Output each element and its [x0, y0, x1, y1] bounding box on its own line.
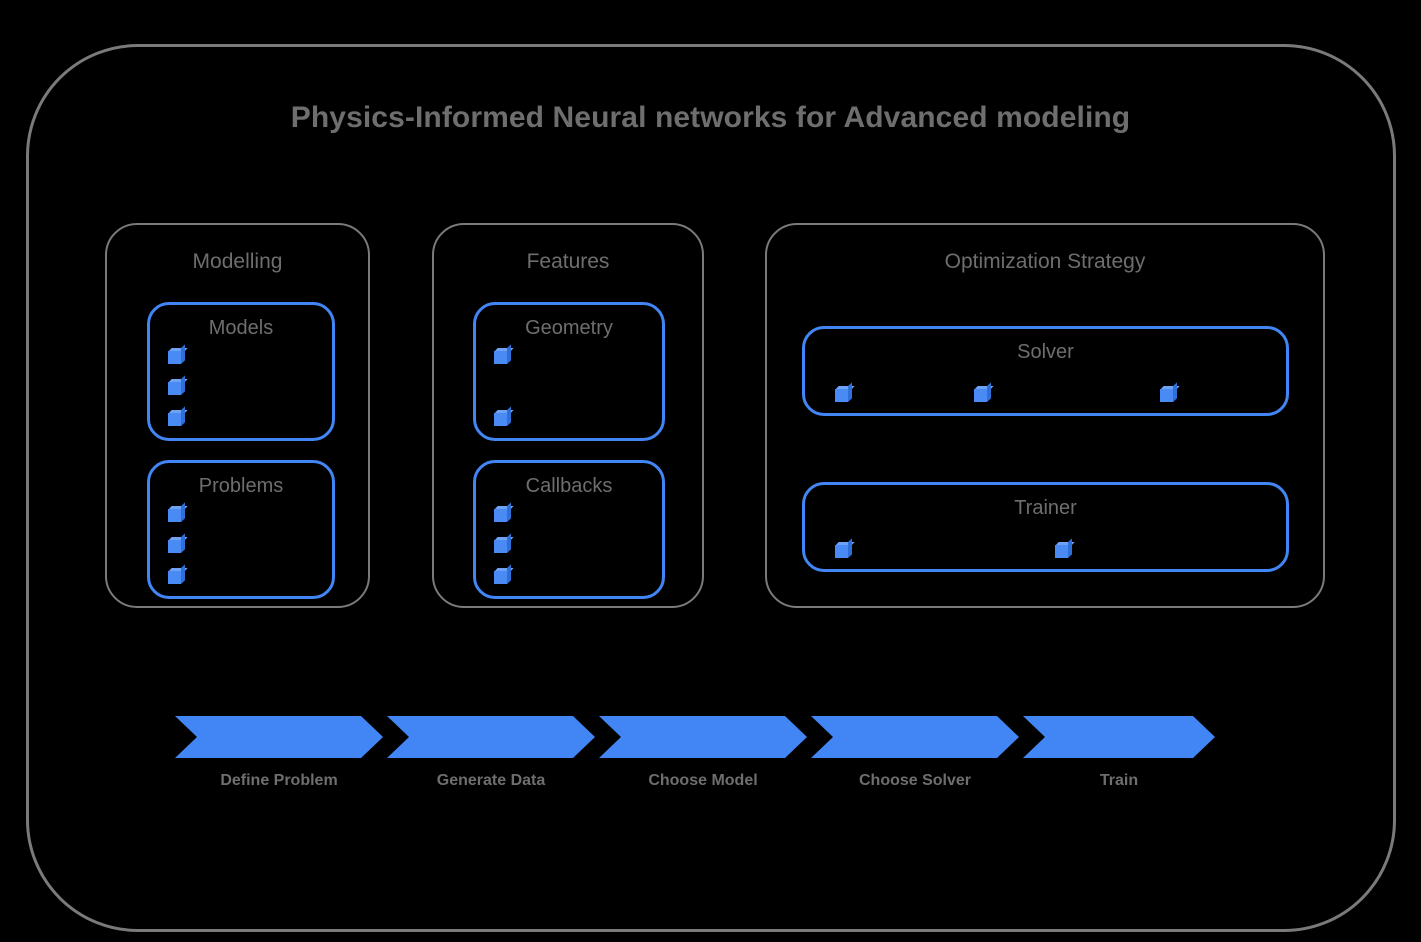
card-callbacks[interactable]: Callbacks [473, 460, 665, 599]
card-title-trainer: Trainer [1014, 497, 1077, 519]
card-trainer[interactable]: Trainer [802, 482, 1289, 572]
cube-icon [1160, 382, 1180, 402]
card-title-geometry: Geometry [525, 317, 613, 339]
card-models[interactable]: Models [147, 302, 335, 441]
pipeline-step-2-arrow[interactable] [387, 716, 595, 758]
card-title-solver: Solver [1017, 341, 1074, 363]
cube-icon [1055, 538, 1075, 558]
card-title-models: Models [208, 317, 274, 339]
pipeline-step-label-3: Choose Model [648, 772, 758, 789]
cube-icon [168, 344, 188, 364]
cube-icon [835, 382, 855, 402]
pipeline-step-3-arrow[interactable] [599, 716, 807, 758]
pipeline [175, 716, 1215, 758]
pipeline-step-4-arrow[interactable] [811, 716, 1019, 758]
pipeline-step-label-2: Generate Data [436, 772, 546, 789]
cube-icon [494, 564, 514, 584]
group-title-modelling: Modelling [192, 250, 283, 273]
card-solver[interactable]: Solver [802, 326, 1289, 416]
cube-icon [494, 406, 514, 426]
group-panel-modelling: Modelling Models Problems [105, 223, 370, 608]
pipeline-step-5-arrow[interactable] [1023, 716, 1215, 758]
cube-icon [168, 502, 188, 522]
cube-icon [168, 533, 188, 553]
page-title: Physics-Informed Neural networks for Adv… [290, 101, 1131, 134]
pipeline-step-1-arrow[interactable] [175, 716, 383, 758]
pipeline-step-label-5: Train [1099, 772, 1139, 789]
cube-icon [168, 564, 188, 584]
cube-icon [168, 406, 188, 426]
cube-icon [494, 344, 514, 364]
group-title-features: Features [526, 250, 610, 273]
pipeline-step-label-4: Choose Solver [858, 772, 972, 789]
pipeline-step-label-1: Define Problem [220, 772, 338, 789]
cube-icon [494, 533, 514, 553]
cube-icon [835, 538, 855, 558]
outer-frame [26, 44, 1396, 932]
cube-icon [974, 382, 994, 402]
cube-icon [168, 375, 188, 395]
card-title-callbacks: Callbacks [525, 475, 613, 497]
group-panel-optimization-strategy: Optimization Strategy Solver Trainer [765, 223, 1325, 608]
card-title-problems: Problems [198, 475, 284, 497]
group-panel-features: Features Geometry Callbacks [432, 223, 704, 608]
cube-icon [494, 502, 514, 522]
card-problems[interactable]: Problems [147, 460, 335, 599]
group-title-optimization-strategy: Optimization Strategy [944, 250, 1146, 273]
card-geometry[interactable]: Geometry [473, 302, 665, 441]
